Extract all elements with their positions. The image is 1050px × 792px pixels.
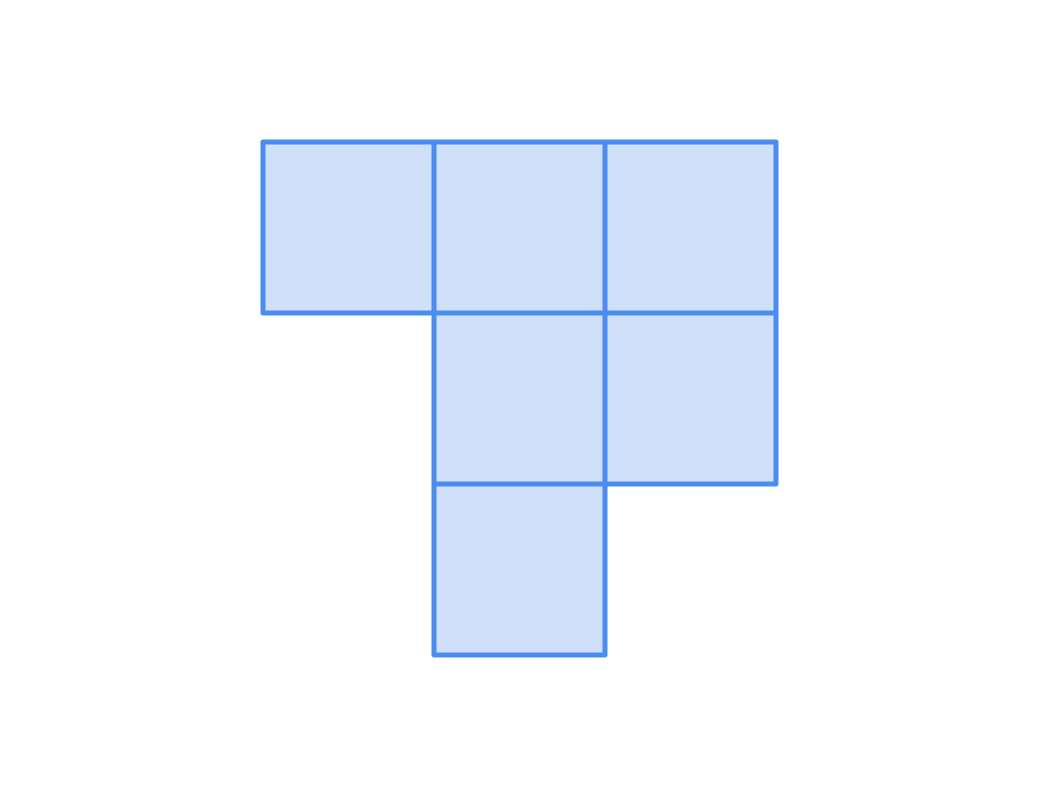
net-square-4 <box>431 310 608 487</box>
net-squares <box>260 139 779 658</box>
net-square-2 <box>431 139 608 316</box>
net-square-5 <box>602 310 779 487</box>
net-square-1 <box>260 139 437 316</box>
net-square-3 <box>602 139 779 316</box>
net-square-6 <box>431 481 608 658</box>
